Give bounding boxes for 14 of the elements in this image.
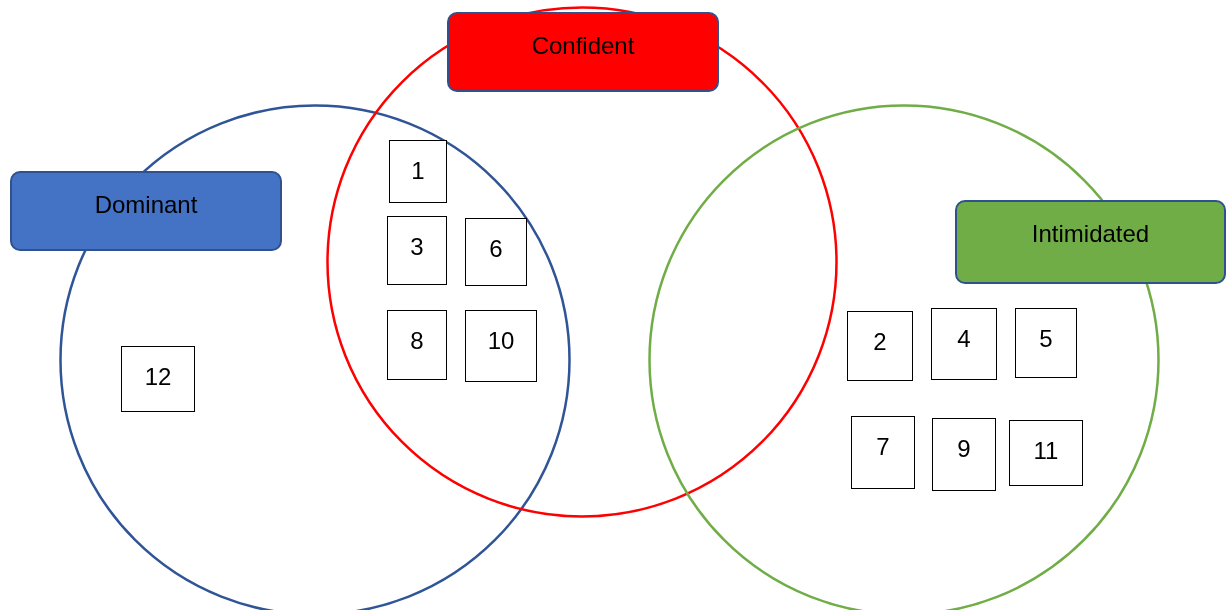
number-card: 9 — [932, 418, 996, 491]
category-label: Intimidated — [955, 200, 1226, 284]
category-label: Dominant — [10, 171, 282, 251]
number-card: 8 — [387, 310, 447, 380]
number-card: 3 — [387, 216, 447, 285]
number-card: 7 — [851, 416, 915, 489]
number-card: 4 — [931, 308, 997, 380]
number-card: 11 — [1009, 420, 1083, 486]
number-card: 12 — [121, 346, 195, 412]
number-card: 6 — [465, 218, 527, 286]
number-card: 10 — [465, 310, 537, 382]
number-card: 1 — [389, 140, 447, 203]
number-card: 2 — [847, 311, 913, 381]
number-card: 5 — [1015, 308, 1077, 378]
